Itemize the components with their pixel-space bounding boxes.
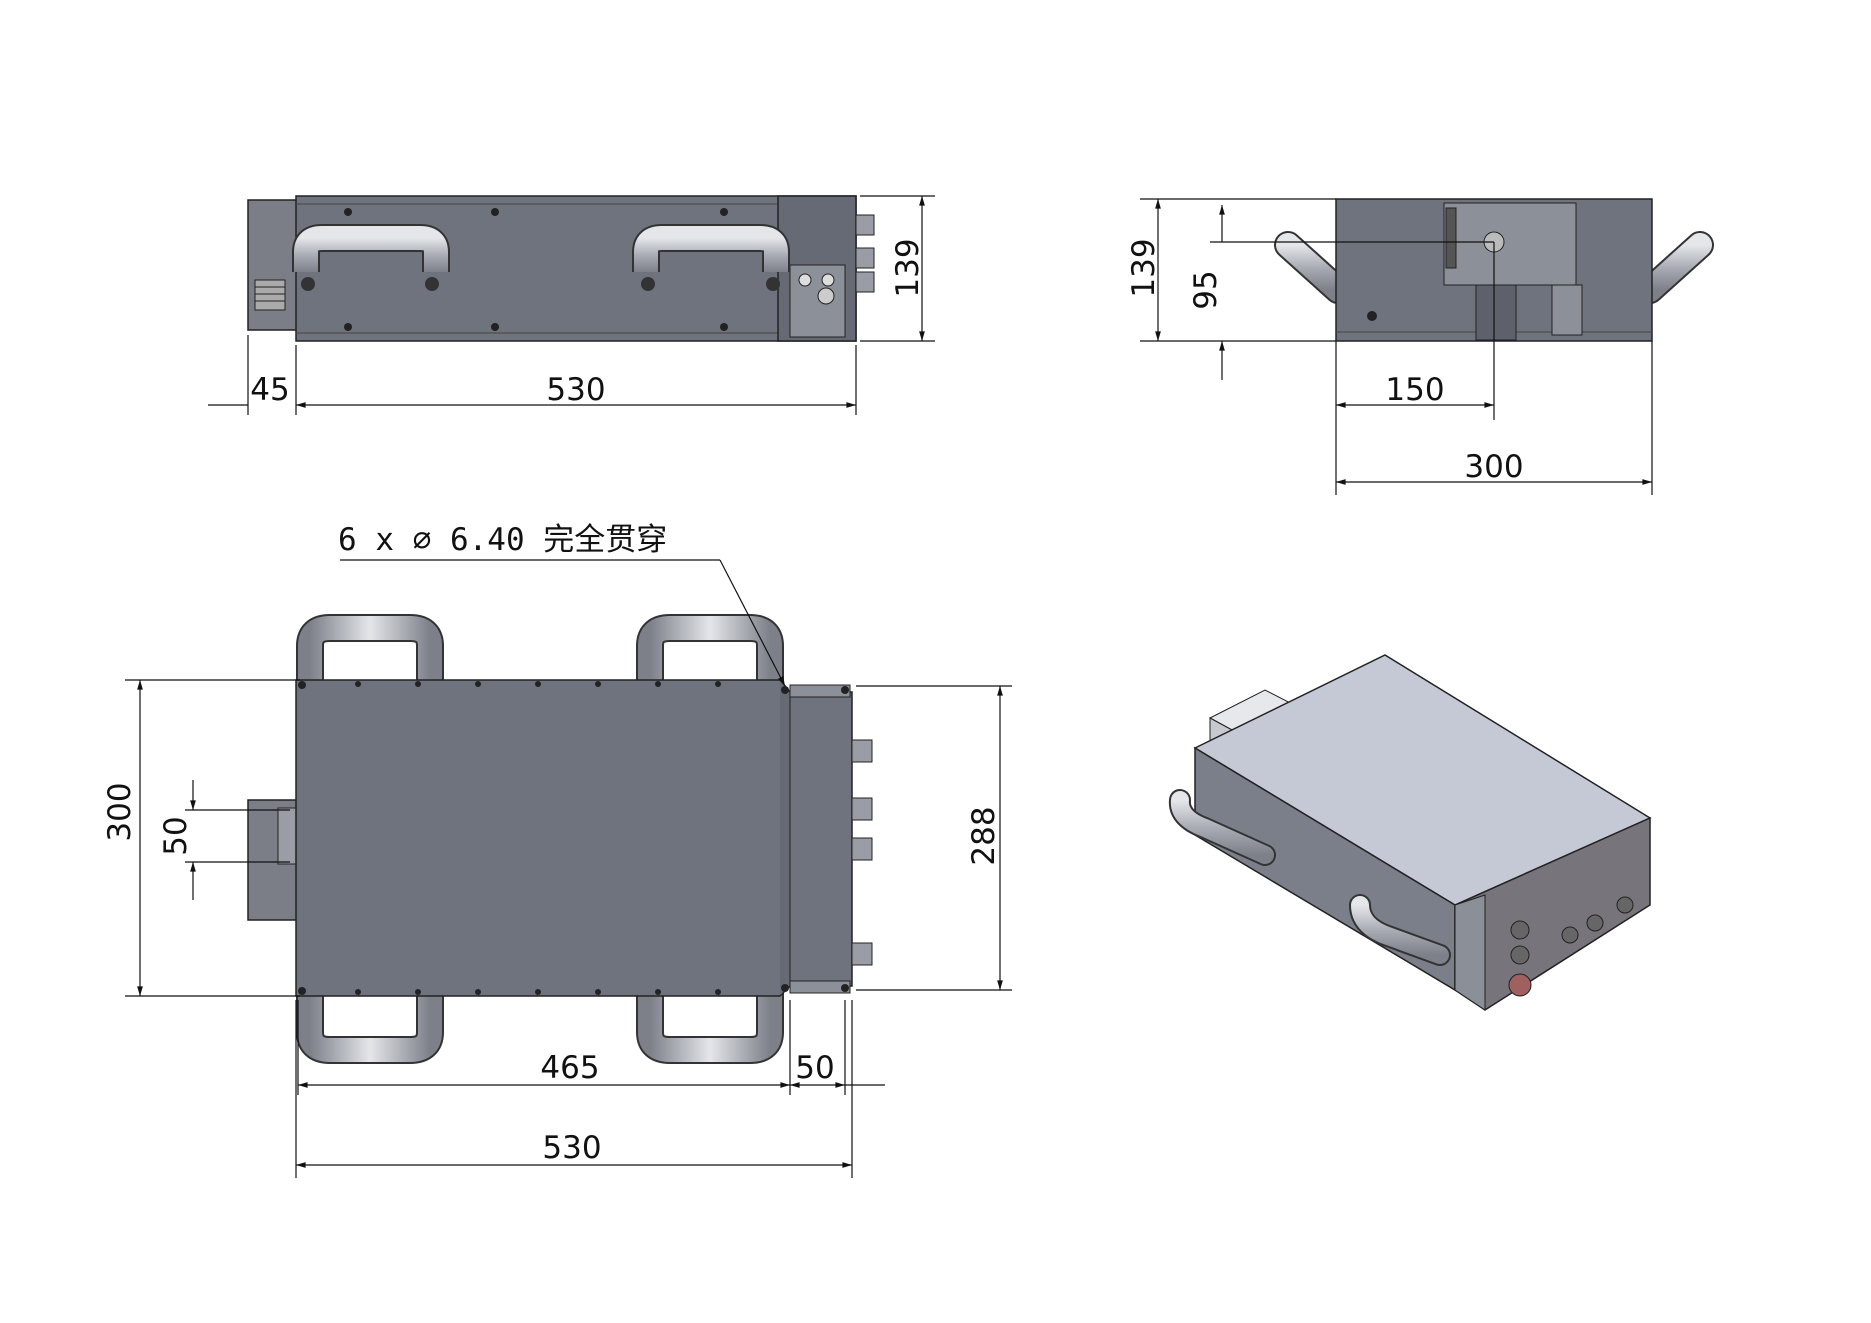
- dim-45: 45: [250, 372, 289, 408]
- dim-465: 465: [540, 1050, 599, 1086]
- dim-50-box: 50: [158, 816, 194, 855]
- hole-note: 6 x ∅ 6.40 完全贯穿: [338, 522, 667, 558]
- side-view: [1274, 198, 1714, 342]
- dim-139-front: 139: [890, 238, 926, 297]
- isometric-view: [1168, 654, 1652, 1011]
- dim-139-side: 139: [1126, 238, 1162, 297]
- front-view: [247, 195, 875, 342]
- dim-288: 288: [966, 806, 1002, 865]
- dim-150: 150: [1385, 372, 1444, 408]
- dim-50-right: 50: [795, 1050, 834, 1086]
- dim-530-front: 530: [546, 372, 605, 408]
- dim-300-side: 300: [1464, 449, 1523, 485]
- front-view-dimensions: [208, 195, 935, 415]
- side-view-dimensions: [1140, 198, 1653, 495]
- top-view: [247, 614, 873, 1064]
- dim-530-top: 530: [542, 1130, 601, 1166]
- dim-300-top: 300: [102, 782, 138, 841]
- top-view-dimensions: [125, 559, 1012, 1178]
- dim-95: 95: [1188, 270, 1224, 309]
